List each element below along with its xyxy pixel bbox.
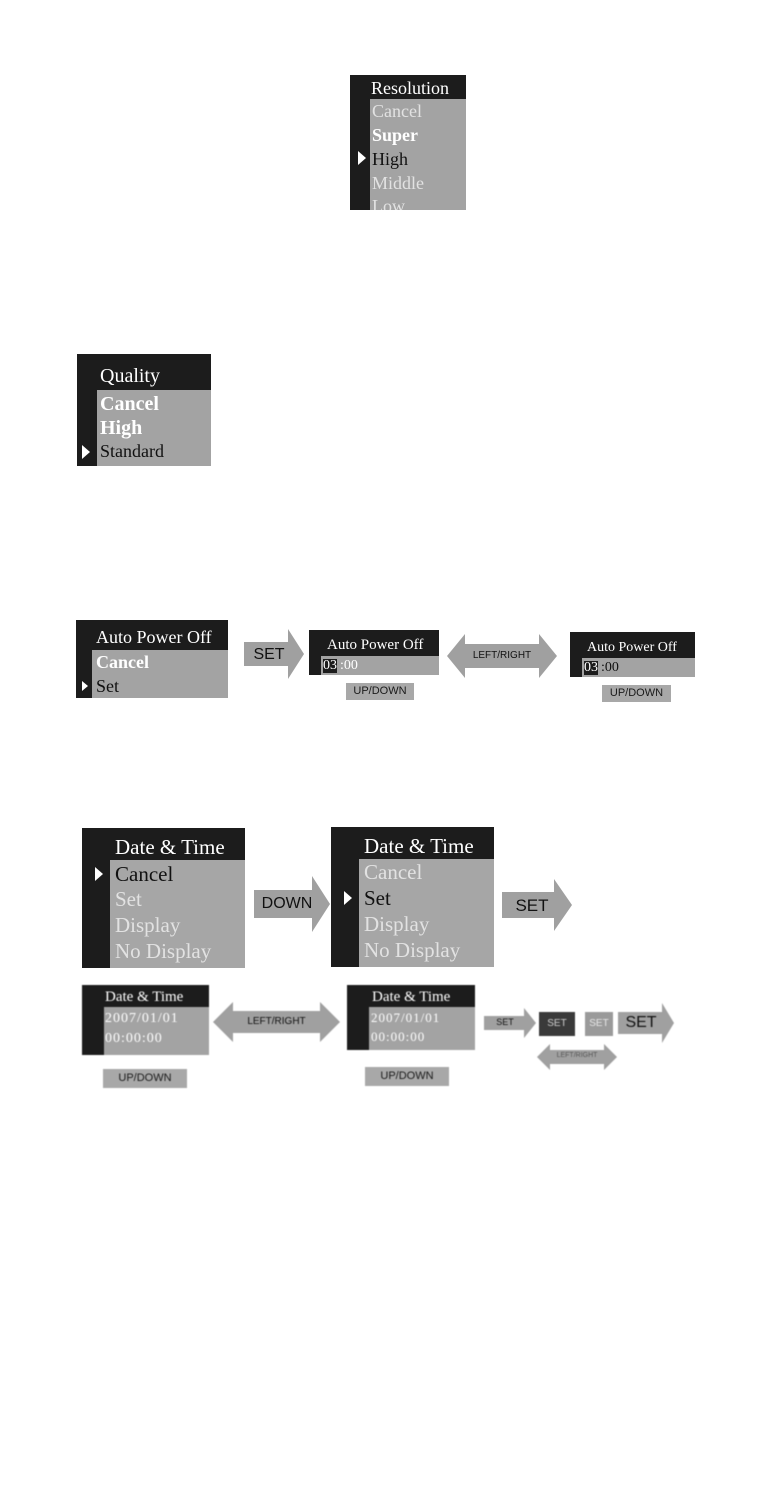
left-right-arrow-label: LEFT/RIGHT bbox=[247, 1016, 306, 1027]
date-time-screen-2: Date & Time 2007/01/01 00:00:00 bbox=[347, 985, 475, 1050]
menu-item-standard[interactable]: Standard bbox=[100, 441, 164, 461]
menu-item-cancel[interactable]: Cancel bbox=[115, 862, 174, 886]
menu-item-cancel[interactable]: Cancel bbox=[100, 393, 159, 415]
time-value-minutes[interactable]: :00 bbox=[340, 658, 358, 673]
menu-item-middle[interactable]: Middle bbox=[372, 173, 424, 193]
menu-item-no-display[interactable]: No Display bbox=[115, 939, 212, 963]
menu-item-super[interactable]: Super bbox=[372, 125, 419, 145]
set-arrow-label: SET bbox=[515, 896, 549, 915]
date-value[interactable]: 2007/01/01 bbox=[105, 1011, 179, 1026]
final-set-arrow: SET bbox=[618, 1003, 674, 1043]
up-down-hint: UP/DOWN bbox=[103, 1069, 187, 1088]
date-time-title: Date & Time bbox=[115, 835, 225, 859]
left-right-arrow: LEFT/RIGHT bbox=[447, 634, 557, 678]
auto-power-off-screen: Auto Power Off 03 :00 bbox=[309, 630, 439, 675]
small-set-arrow-label: SET bbox=[496, 1017, 514, 1027]
small-left-right-arrow: LEFT/RIGHT bbox=[537, 1044, 617, 1070]
left-right-arrow-label: LEFT/RIGHT bbox=[472, 650, 532, 661]
up-down-hint: UP/DOWN bbox=[602, 685, 671, 702]
time-value-hours[interactable]: 03 bbox=[584, 660, 598, 675]
screen-title: Date & Time bbox=[105, 989, 184, 1005]
selection-pointer-icon bbox=[95, 867, 103, 881]
auto-power-off-screen-2: Auto Power Off 03 :00 bbox=[570, 632, 695, 677]
menu-item-set[interactable]: Set bbox=[115, 887, 142, 911]
small-set-arrow: SET bbox=[484, 1008, 536, 1038]
menu-item-high[interactable]: High bbox=[100, 417, 143, 439]
time-value[interactable]: 00:00:00 bbox=[105, 1031, 163, 1046]
date-time-menu-2: Date & Time Cancel Set Display No Displa… bbox=[331, 827, 494, 967]
menu-item-set[interactable]: Set bbox=[364, 886, 391, 910]
set-box-light[interactable]: SET bbox=[585, 1012, 613, 1036]
date-time-title: Date & Time bbox=[364, 834, 474, 858]
menu-item-display[interactable]: Display bbox=[364, 912, 430, 936]
menu-item-no-display[interactable]: No Display bbox=[364, 938, 461, 962]
resolution-menu-title: Resolution bbox=[371, 78, 450, 98]
screen-title: Auto Power Off bbox=[327, 637, 424, 653]
menu-item-high[interactable]: High bbox=[372, 149, 408, 169]
selection-pointer-icon bbox=[82, 445, 90, 459]
left-right-arrow: LEFT/RIGHT bbox=[213, 1002, 340, 1042]
menu-item-low[interactable]: Low bbox=[372, 196, 405, 210]
quality-menu-title: Quality bbox=[100, 365, 160, 387]
set-arrow: SET bbox=[502, 879, 572, 931]
up-down-hint: UP/DOWN bbox=[365, 1067, 449, 1086]
up-down-hint: UP/DOWN bbox=[346, 683, 414, 700]
resolution-menu: Resolution Cancel Super High Middle Low bbox=[350, 75, 466, 210]
menu-item-display[interactable]: Display bbox=[115, 913, 181, 937]
time-value[interactable]: 00:00:00 bbox=[371, 1029, 426, 1044]
menu-item-cancel[interactable]: Cancel bbox=[364, 860, 423, 884]
menu-item-cancel[interactable]: Cancel bbox=[96, 652, 149, 672]
quality-menu: Quality Cancel High Standard bbox=[77, 354, 211, 466]
menu-item-set[interactable]: Set bbox=[96, 676, 120, 696]
down-arrow-label: DOWN bbox=[261, 895, 313, 912]
date-value[interactable]: 2007/01/01 bbox=[371, 1010, 441, 1025]
menu-item-cancel[interactable]: Cancel bbox=[372, 101, 422, 121]
time-value-minutes[interactable]: :00 bbox=[601, 660, 619, 675]
down-arrow: DOWN bbox=[254, 876, 330, 932]
selection-pointer-icon bbox=[358, 151, 366, 165]
selection-pointer-icon bbox=[82, 681, 88, 691]
auto-power-off-title: Auto Power Off bbox=[96, 627, 212, 647]
auto-power-off-menu: Auto Power Off Cancel Set bbox=[76, 620, 228, 698]
date-time-menu: Date & Time Cancel Set Display No Displa… bbox=[82, 828, 245, 968]
screen-title: Date & Time bbox=[372, 989, 451, 1005]
screen-title: Auto Power Off bbox=[587, 640, 677, 655]
set-arrow-label: SET bbox=[253, 646, 285, 663]
final-set-arrow-label: SET bbox=[625, 1014, 657, 1031]
set-arrow: SET bbox=[244, 629, 304, 679]
selection-pointer-icon bbox=[344, 891, 352, 905]
set-box-dark[interactable]: SET bbox=[539, 1012, 575, 1036]
date-time-screen: Date & Time 2007/01/01 00:00:00 bbox=[82, 985, 209, 1055]
time-value-hours[interactable]: 03 bbox=[323, 658, 337, 673]
small-left-right-arrow-label: LEFT/RIGHT bbox=[556, 1052, 598, 1059]
